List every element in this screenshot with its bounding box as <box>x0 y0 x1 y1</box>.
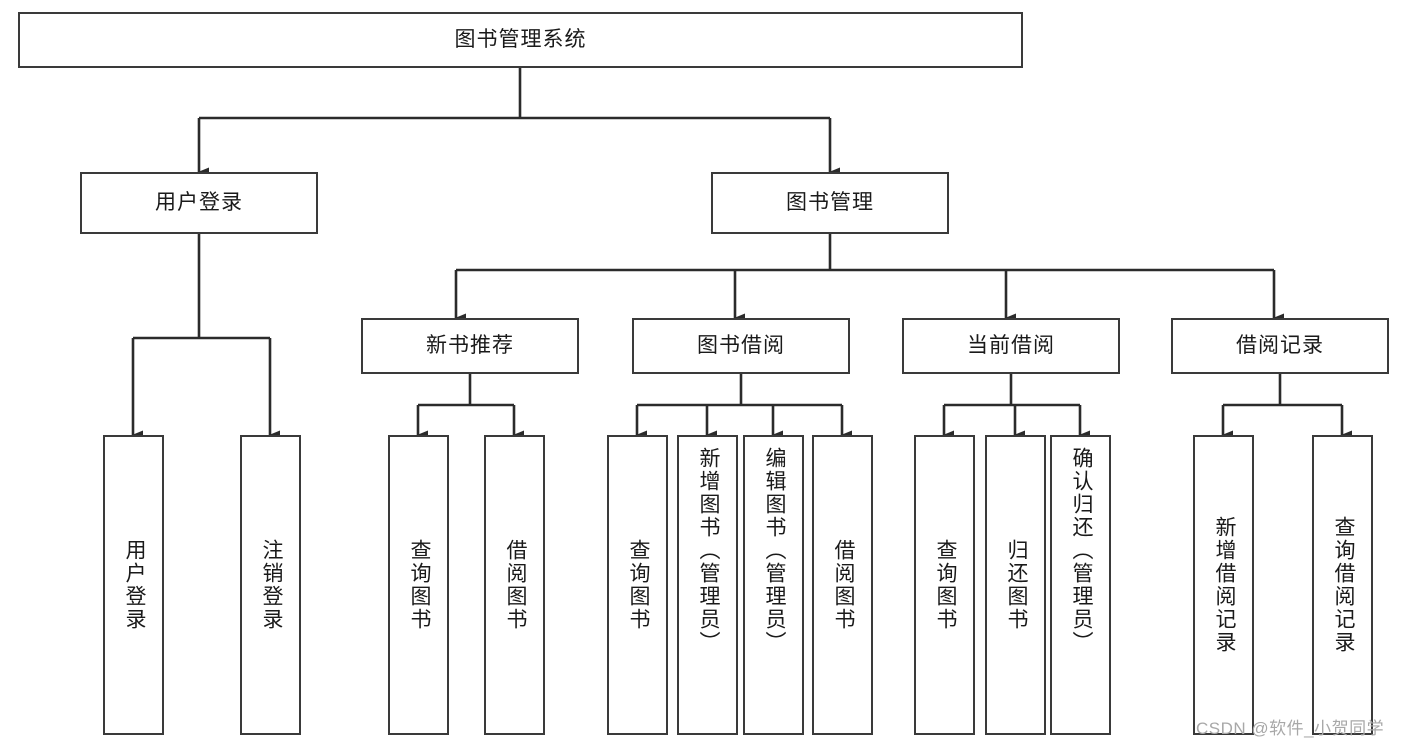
node-leaf-add-borrow-record: 新增借阅记录 <box>1193 435 1254 735</box>
node-label: 借阅图书 <box>503 539 527 631</box>
node-leaf-confirm-return: 确认归还（管理员） <box>1050 435 1111 735</box>
node-label: 图书管理 <box>786 191 874 215</box>
node-label: 新书推荐 <box>426 334 514 358</box>
node-label: 查询借阅记录 <box>1331 516 1355 654</box>
node-label: 用户登录 <box>122 539 146 631</box>
node-current-borrow: 当前借阅 <box>902 318 1120 374</box>
node-leaf-borrow-book-rec: 借阅图书 <box>484 435 545 735</box>
node-leaf-edit-book: 编辑图书（管理员） <box>743 435 804 735</box>
node-leaf-add-book: 新增图书（管理员） <box>677 435 738 735</box>
node-leaf-query-book-b: 查询图书 <box>607 435 668 735</box>
node-label: 查询图书 <box>933 539 957 631</box>
node-leaf-user-login: 用户登录 <box>103 435 164 735</box>
node-label: 编辑图书（管理员） <box>762 447 786 654</box>
node-root-root: 图书管理系统 <box>18 12 1023 68</box>
node-label: 确认归还（管理员） <box>1069 447 1093 654</box>
node-book-manage: 图书管理 <box>711 172 949 234</box>
node-new-book-rec: 新书推荐 <box>361 318 579 374</box>
node-leaf-borrow-book-b: 借阅图书 <box>812 435 873 735</box>
node-book-borrow: 图书借阅 <box>632 318 850 374</box>
node-label: 当前借阅 <box>967 334 1055 358</box>
watermark-text: CSDN @软件_小贺同学 <box>1196 719 1385 738</box>
node-label: 用户登录 <box>155 191 243 215</box>
node-user-login: 用户登录 <box>80 172 318 234</box>
node-leaf-query-book-c: 查询图书 <box>914 435 975 735</box>
node-label: 新增借阅记录 <box>1212 516 1236 654</box>
node-label: 新增图书（管理员） <box>696 447 720 654</box>
node-label: 借阅记录 <box>1236 334 1324 358</box>
node-label: 注销登录 <box>259 539 283 631</box>
node-leaf-user-logout: 注销登录 <box>240 435 301 735</box>
node-label: 查询图书 <box>407 539 431 631</box>
node-borrow-record: 借阅记录 <box>1171 318 1389 374</box>
node-label: 借阅图书 <box>831 539 855 631</box>
node-leaf-query-borrow-record: 查询借阅记录 <box>1312 435 1373 735</box>
node-leaf-return-book: 归还图书 <box>985 435 1046 735</box>
node-label: 图书借阅 <box>697 334 785 358</box>
node-label: 图书管理系统 <box>454 28 587 52</box>
node-leaf-query-book-rec: 查询图书 <box>388 435 449 735</box>
node-label: 归还图书 <box>1004 539 1028 631</box>
node-label: 查询图书 <box>626 539 650 631</box>
